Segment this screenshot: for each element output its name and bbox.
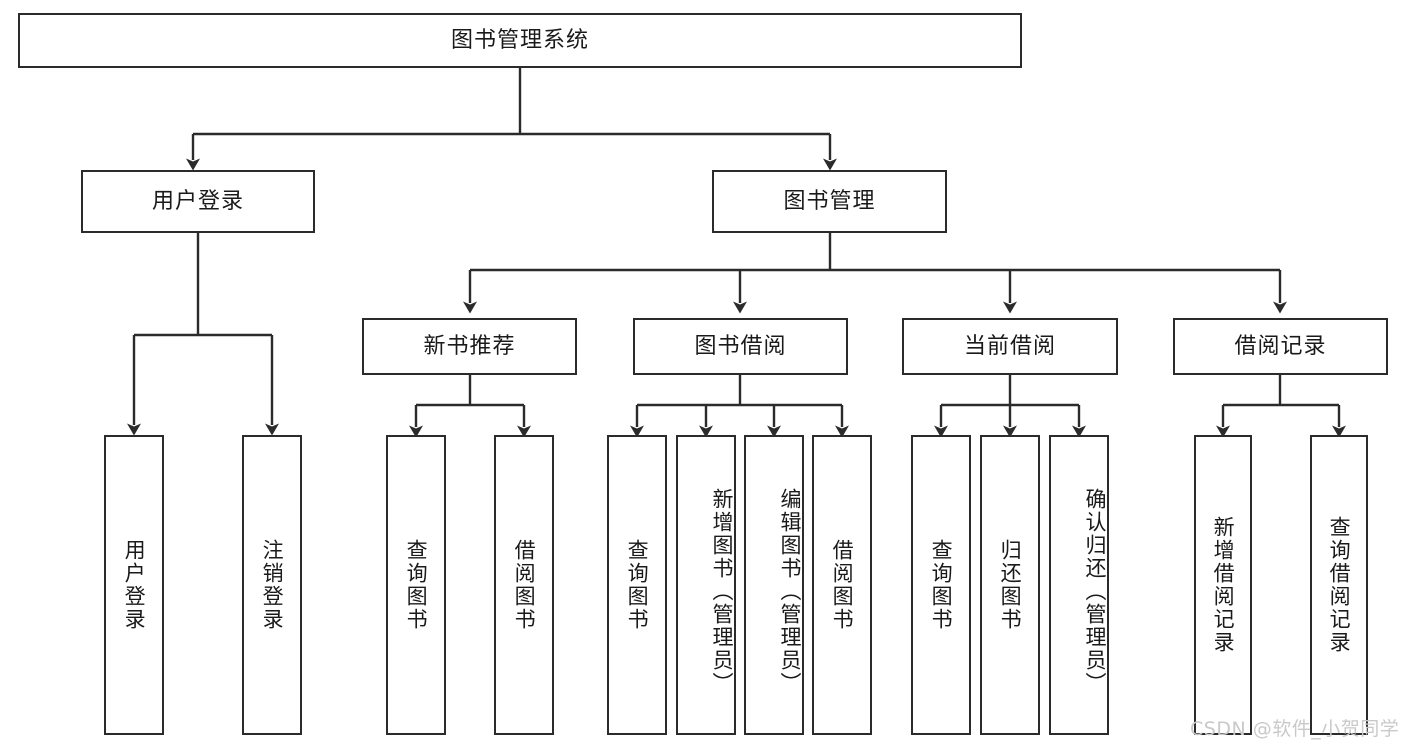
leaf-add-book[interactable]: 新增图书（管理员） [676, 435, 736, 735]
leaf-confirm-return[interactable]: 确认归还（管理员） [1049, 435, 1109, 735]
node-label: 新增图书（管理员） [710, 487, 734, 695]
node-label: 查询图书 [625, 539, 650, 631]
node-label: 查询图书 [404, 539, 429, 631]
leaf-return-book[interactable]: 归还图书 [980, 435, 1040, 735]
leaf-query-book-2[interactable]: 查询图书 [607, 435, 667, 735]
node-label: 确认归还（管理员） [1083, 487, 1107, 695]
leaf-edit-book[interactable]: 编辑图书（管理员） [744, 435, 804, 735]
node-book-borrow[interactable]: 图书借阅 [633, 318, 848, 375]
node-label: 查询借阅记录 [1327, 516, 1352, 654]
node-label: 用户登录 [122, 539, 147, 631]
node-label: 注销登录 [260, 539, 285, 631]
watermark-text: CSDN @软件_小贺同学 [1190, 718, 1400, 740]
node-label: 编辑图书（管理员） [778, 487, 802, 695]
node-label: 借阅图书 [830, 539, 855, 631]
leaf-borrow-book-1[interactable]: 借阅图书 [494, 435, 554, 735]
leaf-query-book-1[interactable]: 查询图书 [386, 435, 446, 735]
node-root-system[interactable]: 图书管理系统 [18, 13, 1022, 68]
node-book-manage[interactable]: 图书管理 [712, 170, 947, 233]
node-borrow-record[interactable]: 借阅记录 [1173, 318, 1388, 375]
node-current-borrow[interactable]: 当前借阅 [902, 318, 1118, 375]
node-label: 借阅图书 [512, 539, 537, 631]
node-label: 图书管理系统 [450, 27, 589, 53]
node-new-book-rec[interactable]: 新书推荐 [362, 318, 577, 375]
leaf-logout[interactable]: 注销登录 [242, 435, 302, 735]
node-label: 新书推荐 [423, 333, 516, 359]
node-label: 图书管理 [783, 188, 876, 214]
leaf-borrow-book-2[interactable]: 借阅图书 [812, 435, 872, 735]
node-label: 当前借阅 [963, 333, 1056, 359]
leaf-user-login[interactable]: 用户登录 [104, 435, 164, 735]
node-user-login[interactable]: 用户登录 [81, 170, 315, 233]
node-label: 归还图书 [998, 539, 1023, 631]
leaf-query-record[interactable]: 查询借阅记录 [1310, 435, 1368, 735]
node-label: 查询图书 [929, 539, 954, 631]
node-label: 借阅记录 [1234, 333, 1327, 359]
node-label: 新增借阅记录 [1211, 516, 1236, 654]
node-label: 用户登录 [151, 188, 244, 214]
leaf-query-book-3[interactable]: 查询图书 [911, 435, 971, 735]
leaf-add-record[interactable]: 新增借阅记录 [1194, 435, 1252, 735]
node-label: 图书借阅 [694, 333, 787, 359]
